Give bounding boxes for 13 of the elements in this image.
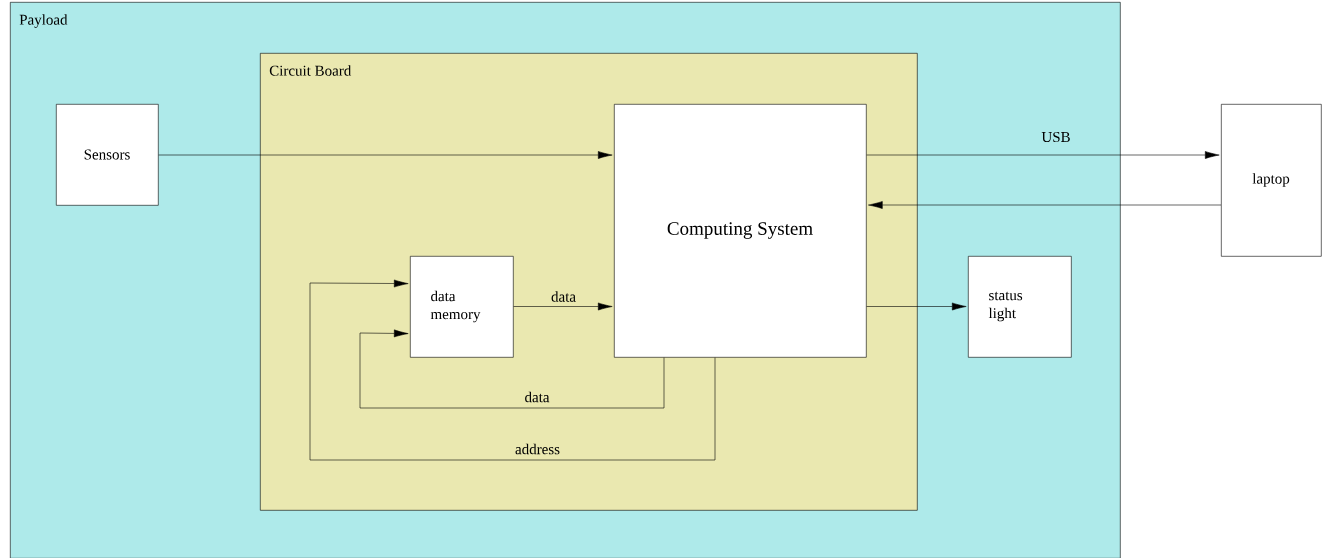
block-box: laptop: [1221, 104, 1322, 257]
arrow: [866, 302, 967, 311]
block-box: Computing System: [614, 104, 867, 358]
block-box: Sensors: [56, 104, 159, 206]
arrow: [309, 279, 716, 461]
block-box: data memory: [410, 256, 514, 358]
arrow: [359, 329, 665, 409]
arrow: [868, 201, 1222, 209]
arrow: [158, 151, 613, 159]
arrow: [513, 302, 613, 311]
arrow: [866, 151, 1220, 159]
block-box: status light: [968, 256, 1072, 358]
edge-label: data: [550, 290, 577, 303]
